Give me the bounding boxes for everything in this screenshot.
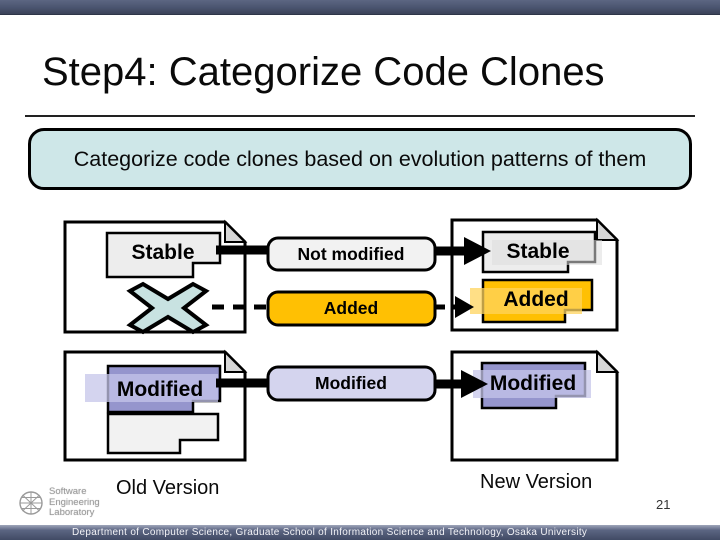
- new-version-doc-modified: Modified: [450, 349, 620, 462]
- stable-snippet-shape: [105, 231, 222, 279]
- folded-corner-icon: [224, 219, 248, 243]
- category-not-modified: Not modified: [266, 236, 437, 272]
- logo-line-1: Software: [49, 486, 87, 497]
- arrowhead-stable-icon: [464, 237, 491, 265]
- old-stable-label: Stable: [131, 241, 194, 264]
- folded-corner-icon: [596, 349, 620, 373]
- category-added: Added: [266, 290, 437, 327]
- stable-highlight-band: [492, 240, 602, 265]
- modified-label: Modified: [315, 373, 387, 393]
- not-modified-label: Not modified: [298, 244, 405, 264]
- category-box: [266, 365, 437, 402]
- lab-logo-globe-icon: [19, 491, 43, 515]
- footer-text: Department of Computer Science, Graduate…: [72, 527, 588, 538]
- footer-bar: Department of Computer Science, Graduate…: [0, 525, 720, 540]
- new-version-caption: New Version: [480, 471, 593, 493]
- category-box: [266, 290, 437, 327]
- page-number: 21: [656, 497, 671, 512]
- clone-cross-icon: [126, 281, 210, 335]
- callout-text: Categorize code clones based on evolutio…: [73, 146, 647, 171]
- new-stable-label: Stable: [506, 240, 569, 263]
- empty-snippet-shape: [106, 412, 220, 455]
- category-modified: Modified: [266, 365, 437, 402]
- logo-line-2: Engineering: [49, 496, 100, 508]
- new-version-doc-stable-added: Stable Added: [450, 217, 620, 332]
- added-label: Added: [324, 298, 378, 318]
- modified-highlight-band: [85, 374, 218, 402]
- new-added-label: Added: [503, 288, 568, 311]
- title-divider: [25, 115, 695, 117]
- new-modified-label: Modified: [490, 372, 576, 395]
- logo-line-3: Laboratory: [49, 507, 95, 518]
- top-accent-bar: [0, 0, 720, 15]
- arrowhead-modified-icon: [461, 370, 488, 398]
- folded-corner-icon: [224, 349, 248, 373]
- arrowhead-added-icon: [455, 296, 474, 318]
- lab-logo: Software Engineering Laboratory: [16, 486, 100, 519]
- old-version-caption: Old Version: [116, 477, 220, 499]
- modified-highlight-band: [473, 370, 591, 398]
- lab-logo-text: Software Engineering Laboratory: [49, 486, 100, 519]
- callout-box: Categorize code clones based on evolutio…: [28, 128, 692, 190]
- slide-title: Step4: Categorize Code Clones: [42, 50, 605, 94]
- folded-corner-icon: [596, 217, 620, 241]
- old-modified-label: Modified: [117, 378, 203, 401]
- old-version-doc-stable: Stable: [63, 219, 248, 335]
- old-version-doc-modified: Modified: [63, 349, 248, 462]
- category-box: [266, 236, 437, 272]
- added-highlight-band: [470, 288, 582, 314]
